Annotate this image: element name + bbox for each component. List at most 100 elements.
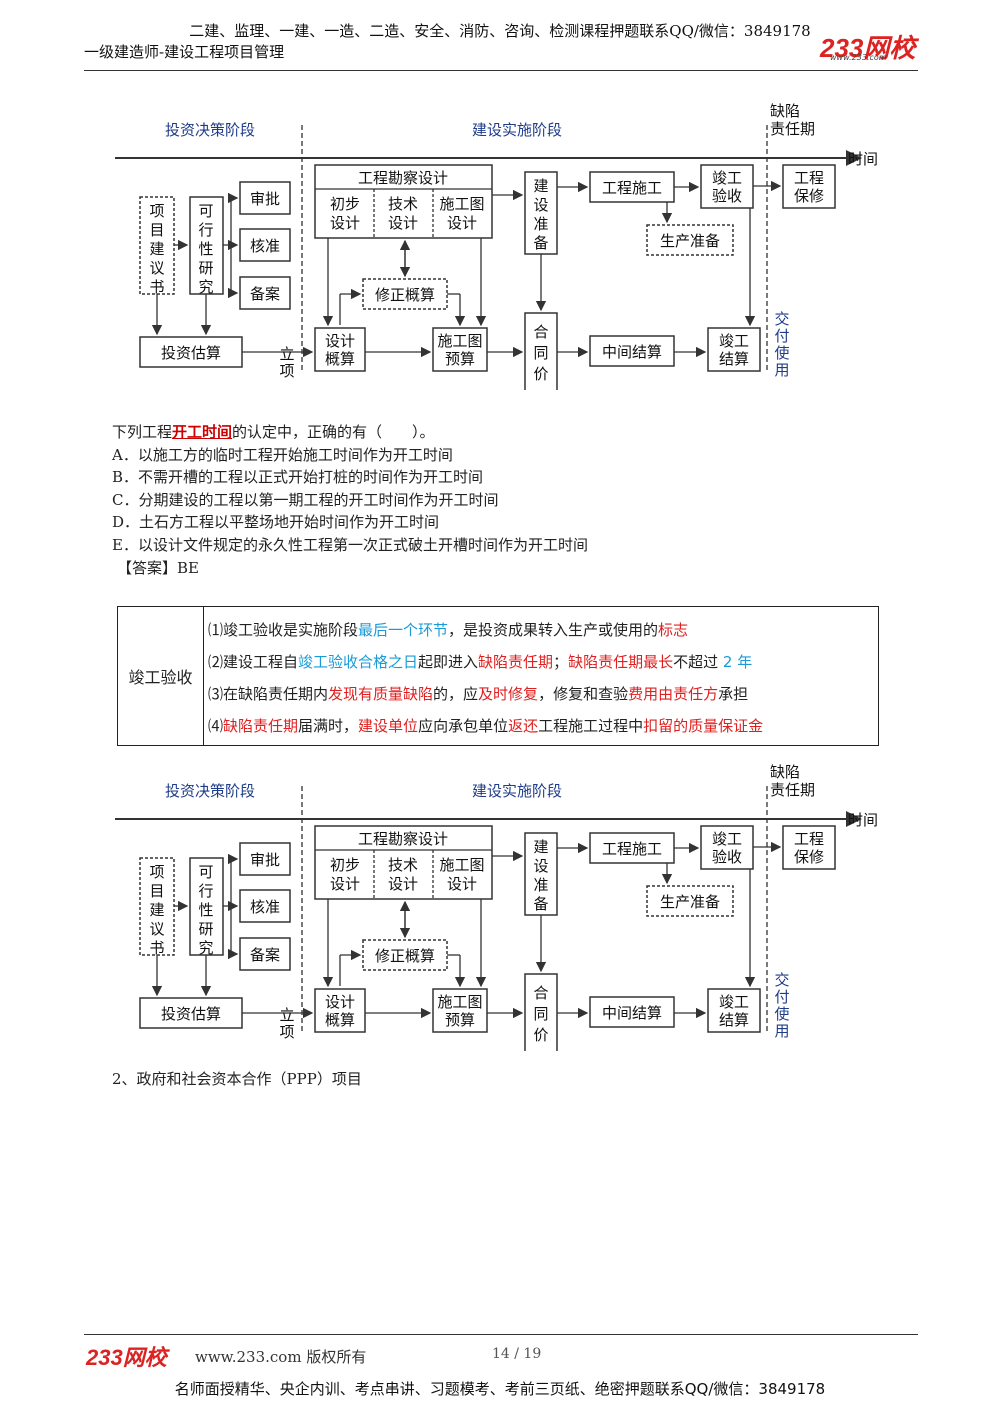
section-title: 2、政府和社会资本合作（PPP）项目: [112, 1070, 362, 1088]
time-axis-label: 时间: [848, 811, 878, 829]
completion-settlement-label-2: 结算: [719, 1011, 749, 1029]
phase-defect-label-2: 责任期: [770, 781, 815, 799]
row3-text: ⑶在缺陷责任期内: [208, 685, 329, 703]
table-row-4: ⑷缺陷责任期届满时，建设单位应向承包单位返还工程施工过程中扣留的质量保证金: [208, 715, 763, 736]
phase-defect-label-1: 缺陷: [770, 102, 800, 120]
completion-acceptance-label-2: 验收: [712, 187, 742, 205]
completion-acceptance-table: 竣工验收 ⑴竣工验收是实施阶段最后一个环节，是投资成果转入生产或使用的标志 ⑵建…: [117, 606, 879, 746]
drawing-budget-label-2: 预算: [445, 350, 475, 368]
option-b: B．不需开槽的工程以正式开始打桩的时间作为开工时间: [112, 468, 484, 486]
interim-settlement-label: 中间结算: [602, 343, 662, 361]
phase-decision-label: 投资决策阶段: [165, 121, 255, 139]
completion-acceptance-label-1: 竣工: [712, 830, 742, 848]
maintenance-label-1: 工程: [794, 169, 824, 187]
row2-highlight-3: 缺陷责任期: [568, 653, 644, 671]
contract-price-label: 合同价: [533, 323, 548, 383]
row3-highlight-1: 发现有质量缺陷: [328, 685, 434, 703]
maintenance-label-2: 保修: [794, 848, 824, 866]
tech-design-label-2: 设计: [388, 214, 418, 232]
row2-text: ⑵建设工程自: [208, 653, 299, 671]
footer-divider: [84, 1334, 918, 1335]
prelim-design-label-1: 初步: [330, 195, 360, 213]
question-stem-emphasis: 开工时间: [172, 423, 233, 441]
completion-acceptance-label-1: 竣工: [712, 169, 742, 187]
design-estimate-label-1: 设计: [325, 332, 355, 350]
phase-implementation-label: 建设实施阶段: [472, 121, 562, 139]
drawing-design-label-1: 施工图: [439, 195, 484, 213]
option-a: A．以施工方的临时工程开始施工时间作为开工时间: [112, 446, 453, 464]
table-label: 竣工验收: [118, 607, 204, 745]
construction-label: 工程施工: [602, 840, 662, 858]
answer: 【答案】BE: [117, 559, 199, 577]
project-lifecycle-diagram: 投资决策阶段 建设实施阶段 缺陷 责任期 时间 审批 核准 备案 投资估算 工程…: [115, 763, 878, 1053]
proposal-label: 项目建议书: [149, 202, 164, 296]
header-top-line: 二建、监理、一建、一造、二造、安全、消防、咨询、检测课程押题联系QQ/微信：38…: [189, 22, 811, 40]
feasibility-label: 可行性研究: [198, 863, 213, 957]
design-estimate-label-1: 设计: [325, 993, 355, 1011]
row1-highlight-2: 标志: [658, 621, 689, 639]
prelim-design-label-1: 初步: [330, 856, 360, 874]
interim-settlement-label: 中间结算: [602, 1004, 662, 1022]
record-label: 备案: [250, 946, 280, 964]
drawing-budget-label-2: 预算: [445, 1011, 475, 1029]
row1-text: ⑴竣工验收是实施阶段: [208, 621, 359, 639]
row4-text: ⑷: [208, 717, 224, 735]
drawing-design-label-1: 施工图: [439, 856, 484, 874]
verify-label: 核准: [250, 237, 280, 255]
header-subtitle: 一级建造师-建设工程项目管理: [84, 43, 285, 61]
row4-highlight-1: 缺陷责任期: [223, 717, 299, 735]
prelim-design-label-2: 设计: [330, 875, 360, 893]
production-prep-label: 生产准备: [660, 893, 720, 911]
drawing-design-label-2: 设计: [447, 214, 477, 232]
production-prep-label: 生产准备: [660, 232, 720, 250]
row3-text-2: 的，应: [433, 685, 479, 703]
option-d: D．土石方工程以平整场地开始时间作为开工时间: [112, 513, 440, 531]
row4-highlight-4: 扣留的质量保证金: [643, 717, 764, 735]
survey-design-label: 工程勘察设计: [358, 169, 448, 187]
row3-highlight-3: 费用由责任方: [628, 685, 719, 703]
question-stem-post: 的认定中，正确的有（ ）。: [232, 423, 435, 441]
construction-prep-label: 建设准备: [533, 177, 548, 252]
investment-estimate-label: 投资估算: [161, 344, 221, 362]
table-row-3: ⑶在缺陷责任期内发现有质量缺陷的，应及时修复，修复和查验费用由责任方承担: [208, 683, 748, 704]
row2-text-2: 起即进入: [418, 653, 479, 671]
question-stem-pre: 下列工程: [112, 423, 173, 441]
row2-text-4: 不超过: [673, 653, 723, 671]
project-lifecycle-diagram: 投资决策阶段 建设实施阶段 缺陷 责任期 时间 审批 核准 备案 投资估算 工程…: [115, 102, 878, 392]
establish-label: 立项: [279, 1006, 294, 1041]
header-logo: 233网校: [820, 33, 916, 63]
footer-logo: 233网校: [86, 1345, 167, 1370]
question-stem: 下列工程开工时间的认定中，正确的有（ ）。: [112, 421, 435, 442]
phase-decision-label: 投资决策阶段: [165, 782, 255, 800]
row4-text-3: 应向承包单位: [418, 717, 509, 735]
drawing-budget-label-1: 施工图: [437, 332, 482, 350]
approve-label: 审批: [250, 190, 280, 208]
option-c: C．分期建设的工程以第一期工程的开工时间作为开工时间: [112, 491, 499, 509]
row3-text-4: 承担: [718, 685, 749, 703]
survey-design-label: 工程勘察设计: [358, 830, 448, 848]
row4-text-4: 工程施工过程中: [538, 717, 644, 735]
feasibility-label: 可行性研究: [198, 202, 213, 296]
approve-label: 审批: [250, 851, 280, 869]
maintenance-label-1: 工程: [794, 830, 824, 848]
row2-highlight-5: 2 年: [722, 653, 753, 671]
delivery-label: 交付使用: [774, 310, 789, 379]
drawing-design-label-2: 设计: [447, 875, 477, 893]
row3-text-3: ，修复和查验: [538, 685, 629, 703]
investment-estimate-label: 投资估算: [161, 1005, 221, 1023]
footer-site: www.233.com 版权所有: [195, 1348, 367, 1366]
header-divider: [84, 70, 918, 71]
completion-settlement-label-2: 结算: [719, 350, 749, 368]
row2-text-3: ；: [553, 653, 569, 671]
row4-highlight-3: 返还: [508, 717, 539, 735]
header-logo-url: www.233.com: [830, 53, 887, 62]
lifecycle-diagram-2: 投资决策阶段 建设实施阶段 缺陷 责任期 时间 审批 核准 备案 投资估算 工程…: [115, 761, 915, 1053]
verify-label: 核准: [250, 898, 280, 916]
table-row-1: ⑴竣工验收是实施阶段最后一个环节，是投资成果转入生产或使用的标志: [208, 619, 688, 640]
footer-bottom-line: 名师面授精华、央企内训、考点串讲、习题模考、考前三页纸、绝密押题联系QQ/微信：…: [174, 1380, 826, 1398]
revised-estimate-label: 修正概算: [375, 286, 435, 304]
phase-defect-label-1: 缺陷: [770, 763, 800, 781]
design-estimate-label-2: 概算: [325, 350, 355, 368]
table-row-2: ⑵建设工程自竣工验收合格之日起即进入缺陷责任期；缺陷责任期最长不超过 2 年: [208, 651, 752, 672]
construction-label: 工程施工: [602, 179, 662, 197]
